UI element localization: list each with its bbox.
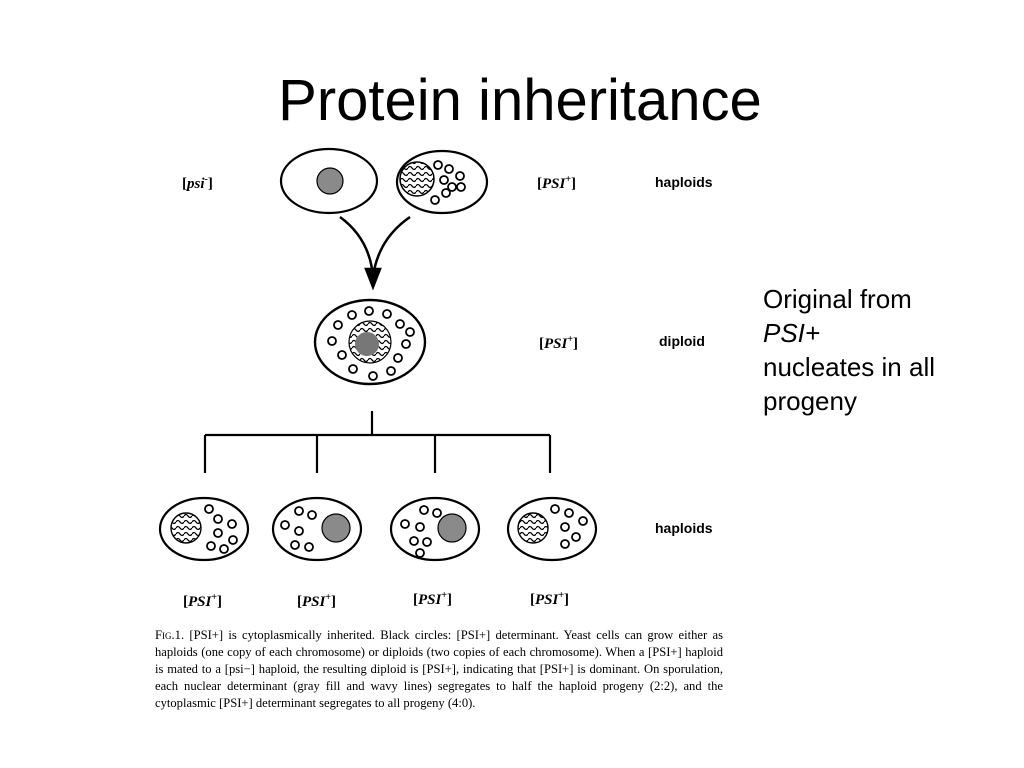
side-note-line-2: PSI+: [763, 318, 821, 348]
psi-plus-label-top: [PSI+]: [537, 174, 577, 192]
mating-arrow: [339, 215, 411, 291]
gray-nucleus: [316, 167, 344, 195]
bottom-haploids-label: haploids: [655, 520, 713, 536]
psi-plus-haploid-cell: [395, 149, 489, 215]
psi-minus-label: [psi-]: [182, 174, 213, 192]
wavy-nucleus: [399, 161, 435, 197]
diploid-gray-nucleus: [355, 332, 379, 356]
side-note-line-1: Original from: [763, 284, 912, 314]
figure-caption: Fig.1. [PSI+] is cytoplasmically inherit…: [152, 627, 725, 712]
diploid-label: diploid: [659, 333, 705, 349]
diploid-cell: [313, 298, 427, 386]
psi-minus-haploid-cell: [279, 147, 379, 215]
side-note-line-4: progeny: [763, 386, 857, 416]
sporulation-tree: [203, 411, 552, 473]
side-note-line-3: nucleates in all: [763, 352, 935, 382]
progeny-cell-2: [271, 496, 363, 562]
psi-determinants: [430, 160, 466, 205]
progeny-cell-3: [389, 496, 481, 562]
slide-title: Protein inheritance: [278, 68, 762, 133]
diploid-determinants: [327, 306, 415, 381]
progeny-cell-1: [158, 496, 250, 562]
progeny-label-3: [PSI+]: [413, 590, 453, 608]
progeny-cell-4: [506, 496, 598, 562]
caption-text: [PSI+] is cytoplasmically inherited. Bla…: [155, 628, 723, 710]
progeny-label-1: [PSI+]: [183, 592, 223, 610]
progeny-label-2: [PSI+]: [297, 592, 337, 610]
psi-plus-label-diploid: [PSI+]: [539, 334, 579, 352]
inheritance-figure: [psi-] [PSI+] haploids [PSI+] diploid ha…: [152, 147, 725, 747]
progeny-label-4: [PSI+]: [530, 590, 570, 608]
inheritance-diagram: [158, 147, 598, 562]
side-note: Original from PSI+ nucleates in all prog…: [763, 282, 1018, 418]
top-haploids-label: haploids: [655, 174, 713, 190]
caption-prefix: Fig.1.: [155, 628, 185, 642]
